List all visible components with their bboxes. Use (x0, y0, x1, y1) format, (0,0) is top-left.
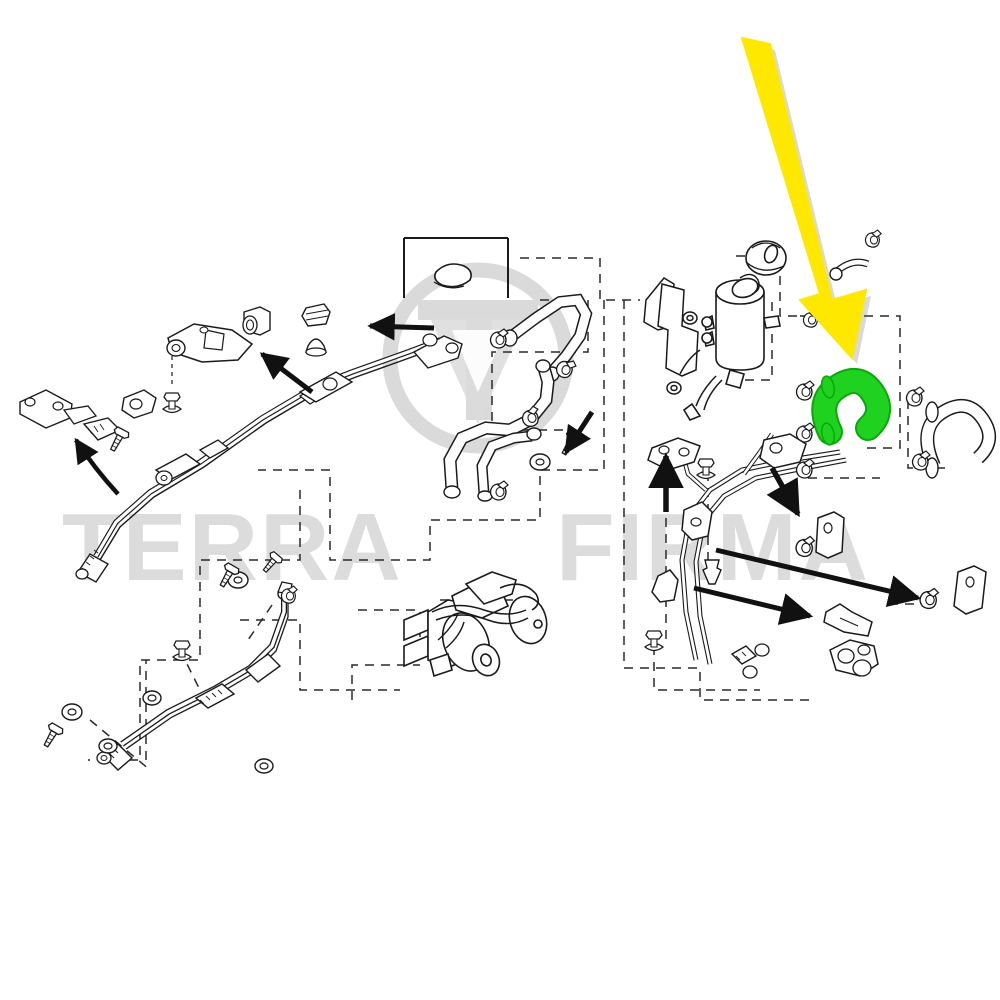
bolt-right-lower (644, 630, 664, 652)
assembly-arrow-left-2 (259, 352, 314, 394)
grommet-lower-left-2 (98, 738, 118, 754)
fluid-reservoir-canister (682, 240, 787, 421)
hydraulic-pipe-left-upper (75, 337, 445, 583)
hose-clamp-left-lower (244, 653, 282, 683)
detail-inset-bracket (403, 237, 509, 298)
nut-upper-left (305, 338, 327, 357)
grommet-cap-part (433, 263, 472, 289)
pipe-clip-right-upper (681, 501, 713, 541)
push-clip-right (702, 559, 722, 585)
reservoir-outlet-hose (802, 229, 882, 328)
hydraulic-pipe-pair-right (651, 432, 847, 679)
tf-monogram-circle-icon (382, 262, 574, 454)
bracket-upper-left-cluster (162, 303, 331, 414)
assembly-arrow-down-right (766, 466, 801, 518)
bracket-angle-right (823, 603, 873, 637)
bracket-tab-right-1 (815, 511, 845, 559)
assembly-arrow-center-right (563, 410, 595, 455)
pipe-bracket-clips-left (154, 333, 463, 486)
reservoir-cap (745, 240, 787, 276)
washer-lower-left (61, 703, 83, 721)
assembly-arrow-long-1 (715, 547, 922, 608)
yellow-pointer-arrow (740, 36, 871, 364)
hose-sleeve-left-lower (194, 683, 236, 709)
bracket-tab-right-2 (953, 565, 987, 615)
grommet-lower-left (142, 690, 162, 706)
assembly-arrow-left-1 (74, 437, 120, 496)
pipe-end-fittings-right-lower (730, 643, 770, 679)
pipe-clip-right-lower (651, 569, 679, 603)
clip-cluster-right (829, 639, 879, 677)
bolt-right-upper (696, 458, 716, 480)
grommet-right-2 (919, 587, 940, 610)
assembly-arrow-long-2 (693, 585, 814, 625)
power-steering-pump-assembly (403, 571, 548, 678)
bolt-center-lower (172, 640, 192, 662)
grommet-bottom-left (254, 758, 274, 774)
pipe-end-fitting-left-upper (75, 549, 110, 583)
bracket-far-left-cluster (19, 389, 157, 455)
bolt-lower-left (38, 721, 66, 751)
u-shaped-hose-right (905, 386, 996, 479)
pipe-junction-block-right (759, 433, 807, 469)
rubber-hose-center-lower (443, 359, 584, 502)
reservoir-mounting-bracket (643, 277, 701, 395)
hydraulic-pipe-left-lower (96, 581, 295, 771)
bracket-flat-right (647, 437, 701, 471)
grommet-small-upper-left (301, 303, 331, 327)
highlighted-hose (811, 368, 891, 446)
assembly-arrow-center (367, 313, 435, 341)
